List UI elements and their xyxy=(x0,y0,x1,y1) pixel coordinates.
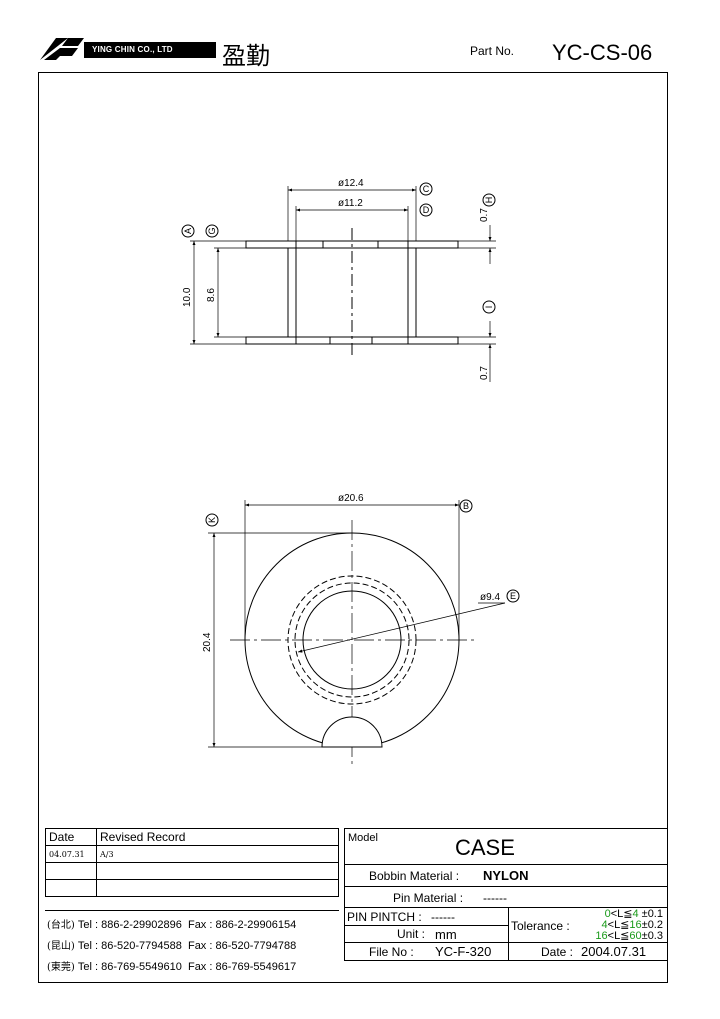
top-flange xyxy=(245,240,459,249)
dim-0-7-top: 0.7 xyxy=(479,208,490,222)
tolerance-label: Tolerance : xyxy=(511,919,570,933)
revision-table: Date Revised Record 04.07.31 A/3 xyxy=(45,828,339,897)
contact-row: (台北) Tel : 886-2-29902896 Fax : 886-2-29… xyxy=(47,919,297,931)
rev-record-header: Revised Record xyxy=(96,828,339,846)
model-label: Model xyxy=(348,832,378,844)
tolerance-row: 4<L≦16±0.2 xyxy=(601,919,663,931)
file-no-label: File No : xyxy=(369,945,414,959)
dim-20-4: 20.4 xyxy=(202,632,213,652)
pin-pitch-value: ------ xyxy=(431,910,455,924)
balloon-i: I xyxy=(484,306,494,309)
rev-table-bottom-border xyxy=(45,910,339,911)
pin-material-row: Pin Material : ------ xyxy=(345,887,667,908)
dim-8-6: 8.6 xyxy=(206,288,217,302)
dim-d20-6: ø20.6 xyxy=(338,493,364,504)
contact-row: (東莞) Tel : 86-769-5549610 Fax : 86-769-5… xyxy=(47,961,297,973)
rev-date-cell xyxy=(45,862,97,880)
rev-record-cell: A/3 xyxy=(96,845,339,863)
balloon-e: E xyxy=(510,591,516,601)
rev-record-cell xyxy=(96,879,339,897)
spec-block: Model CASE Bobbin Material : NYLON Pin M… xyxy=(344,828,668,961)
pin-material-value: ------ xyxy=(483,891,507,905)
balloon-d: D xyxy=(423,205,430,215)
dim-d11-2: ø11.2 xyxy=(338,198,363,209)
company-logo xyxy=(40,38,84,60)
balloon-b: B xyxy=(463,501,469,511)
pin-material-label: Pin Material : xyxy=(393,891,464,905)
balloon-a: A xyxy=(183,228,193,234)
model-value: CASE xyxy=(455,835,515,860)
date-value: 2004.07.31 xyxy=(581,944,647,959)
unit-value: mm xyxy=(435,927,457,942)
company-name-en: YING CHIN CO., LTD xyxy=(92,45,173,54)
dim-10-0: 10.0 xyxy=(182,287,193,307)
tolerance-row: 16<L≦60±0.3 xyxy=(595,930,663,942)
rev-record-cell xyxy=(96,862,339,880)
rev-date-cell: 04.07.31 xyxy=(45,845,97,863)
dim-d9-4: ø9.4 xyxy=(480,592,500,603)
contact-row: (昆山) Tel : 86-520-7794588 Fax : 86-520-7… xyxy=(47,940,297,952)
date-label: Date : xyxy=(541,945,574,959)
dim-0-7-bottom: 0.7 xyxy=(479,366,490,380)
balloon-g: G xyxy=(207,227,217,234)
tolerance-row: 0<L≦4 ±0.1 xyxy=(604,908,663,920)
pin-pitch-label: PIN PINTCH : xyxy=(347,910,422,924)
balloon-h: H xyxy=(484,197,494,204)
part-no-value: YC-CS-06 xyxy=(552,40,653,65)
bobbin-material-label: Bobbin Material : xyxy=(369,869,460,883)
dim-d12-4: ø12.4 xyxy=(338,178,364,189)
tolerance-values: 0<L≦4 ±0.1 4<L≦16±0.2 16<L≦60±0.3 xyxy=(595,909,663,942)
file-no-value: YC-F-320 xyxy=(435,944,492,959)
model-row: Model CASE xyxy=(345,829,667,865)
drawing-frame xyxy=(38,72,668,983)
pitch-tolerance-row: PIN PINTCH : ------ Unit : mm Tolerance … xyxy=(345,908,667,960)
rev-date-header: Date xyxy=(45,828,97,846)
balloon-c: C xyxy=(423,184,430,194)
logo-bar xyxy=(84,42,216,58)
rev-date-cell xyxy=(45,879,97,897)
part-no-label: Part No. xyxy=(470,44,515,58)
company-name-cn: 盈勤 xyxy=(222,42,270,70)
contact-list: (台北) Tel : 886-2-29902896 Fax : 886-2-29… xyxy=(47,915,347,978)
bobbin-material-value: NYLON xyxy=(483,868,529,883)
unit-label: Unit : xyxy=(397,927,426,941)
balloon-k: K xyxy=(207,517,217,523)
bobbin-material-row: Bobbin Material : NYLON xyxy=(345,865,667,887)
